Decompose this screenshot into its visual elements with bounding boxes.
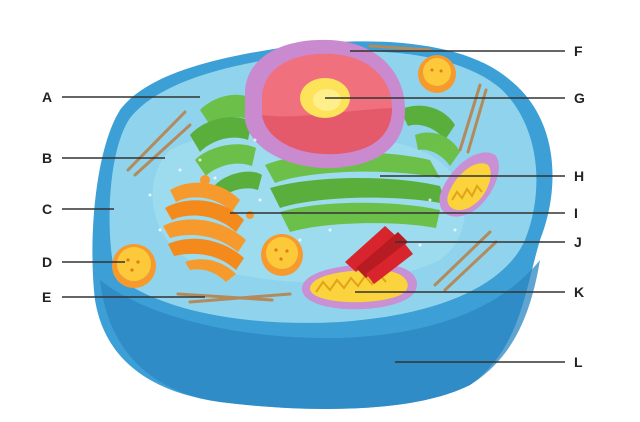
golgi-apparatus [163, 175, 254, 282]
label-j: J [574, 234, 582, 250]
nucleolus-core [313, 89, 341, 111]
mitochondrion-bottom [301, 264, 417, 310]
label-g: G [574, 90, 585, 106]
label-i: I [574, 205, 578, 221]
lysosome-left [112, 244, 156, 288]
label-b: B [42, 150, 52, 166]
label-c: C [42, 201, 52, 217]
label-e: E [42, 289, 51, 305]
red-organelle-cluster [345, 226, 413, 284]
lysosome-center [261, 234, 303, 276]
rough-er-right [265, 105, 460, 232]
cell-base-shading [100, 260, 540, 409]
rough-er [190, 94, 262, 198]
ribosome-dots [148, 138, 457, 247]
label-d: D [42, 254, 52, 270]
nucleus-cut-face [262, 108, 392, 155]
label-h: H [574, 168, 584, 184]
cytoskeleton-fibers [126, 44, 498, 304]
lysosome-top-right [418, 55, 456, 93]
leader-lines [62, 50, 565, 363]
label-l: L [574, 354, 583, 370]
label-a: A [42, 89, 52, 105]
mitochondrion-right [439, 152, 499, 217]
label-f: F [574, 43, 583, 59]
label-k: K [574, 284, 584, 300]
